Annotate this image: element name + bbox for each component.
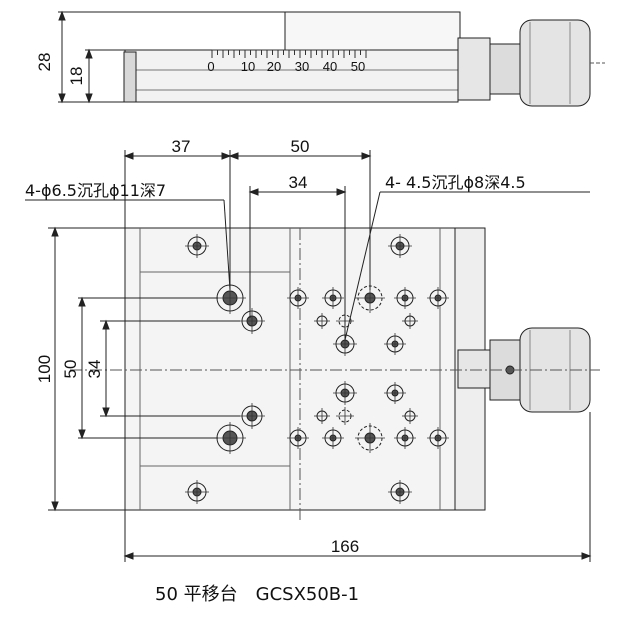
hole [384,382,406,404]
micrometer-sleeve [457,37,491,101]
hole [239,308,265,334]
hole [402,313,418,329]
scale-label-10: 10 [241,59,255,74]
hole [402,408,418,424]
hole [333,381,357,405]
dim-28: 28 [35,53,54,72]
hole [287,287,309,309]
hole [355,423,385,453]
scale-label-50: 50 [351,59,365,74]
hole [427,427,449,449]
side-view [123,11,605,107]
scale-label-40: 40 [323,59,337,74]
hole [314,313,330,329]
hole [322,287,344,309]
hole-note-right: 4- 4.5沉孔ϕ8深4.5 [385,173,526,192]
hole [394,427,416,449]
side-body [124,49,459,103]
scale-label-0: 0 [207,59,214,74]
scale-label-20: 20 [267,59,281,74]
side-top-plate [284,11,461,51]
top-view [70,227,600,520]
caption: 50 平移台 GCSX50B-1 [155,584,359,605]
dim-18: 18 [67,67,86,86]
scale-label-30: 30 [295,59,309,74]
dim-50-top: 50 [291,137,310,156]
hole [185,480,209,504]
micrometer-sleeve-top [457,349,491,389]
hole [427,287,449,309]
dim-34-top: 34 [289,173,308,192]
hole [314,408,330,424]
hole [287,427,309,449]
hole [185,234,209,258]
side-dimensions [58,10,285,104]
dim-37: 37 [172,137,191,156]
hole [336,407,354,425]
dim-50-left: 50 [61,360,80,379]
dim-34-left: 34 [85,360,104,379]
scale-labels: 0 10 20 30 40 50 [207,59,365,74]
hole [322,427,344,449]
hole [384,333,406,355]
mounting-holes [185,234,449,504]
dim-100: 100 [35,355,54,383]
hole [239,403,265,429]
hole [214,422,246,454]
dim-166: 166 [331,537,359,556]
hole [388,234,412,258]
hole [394,287,416,309]
side-left-cap [123,51,137,103]
hole [388,480,412,504]
hole-note-left: 4-ϕ6.5沉孔ϕ11深7 [25,181,166,200]
top-dimensions [25,150,592,562]
